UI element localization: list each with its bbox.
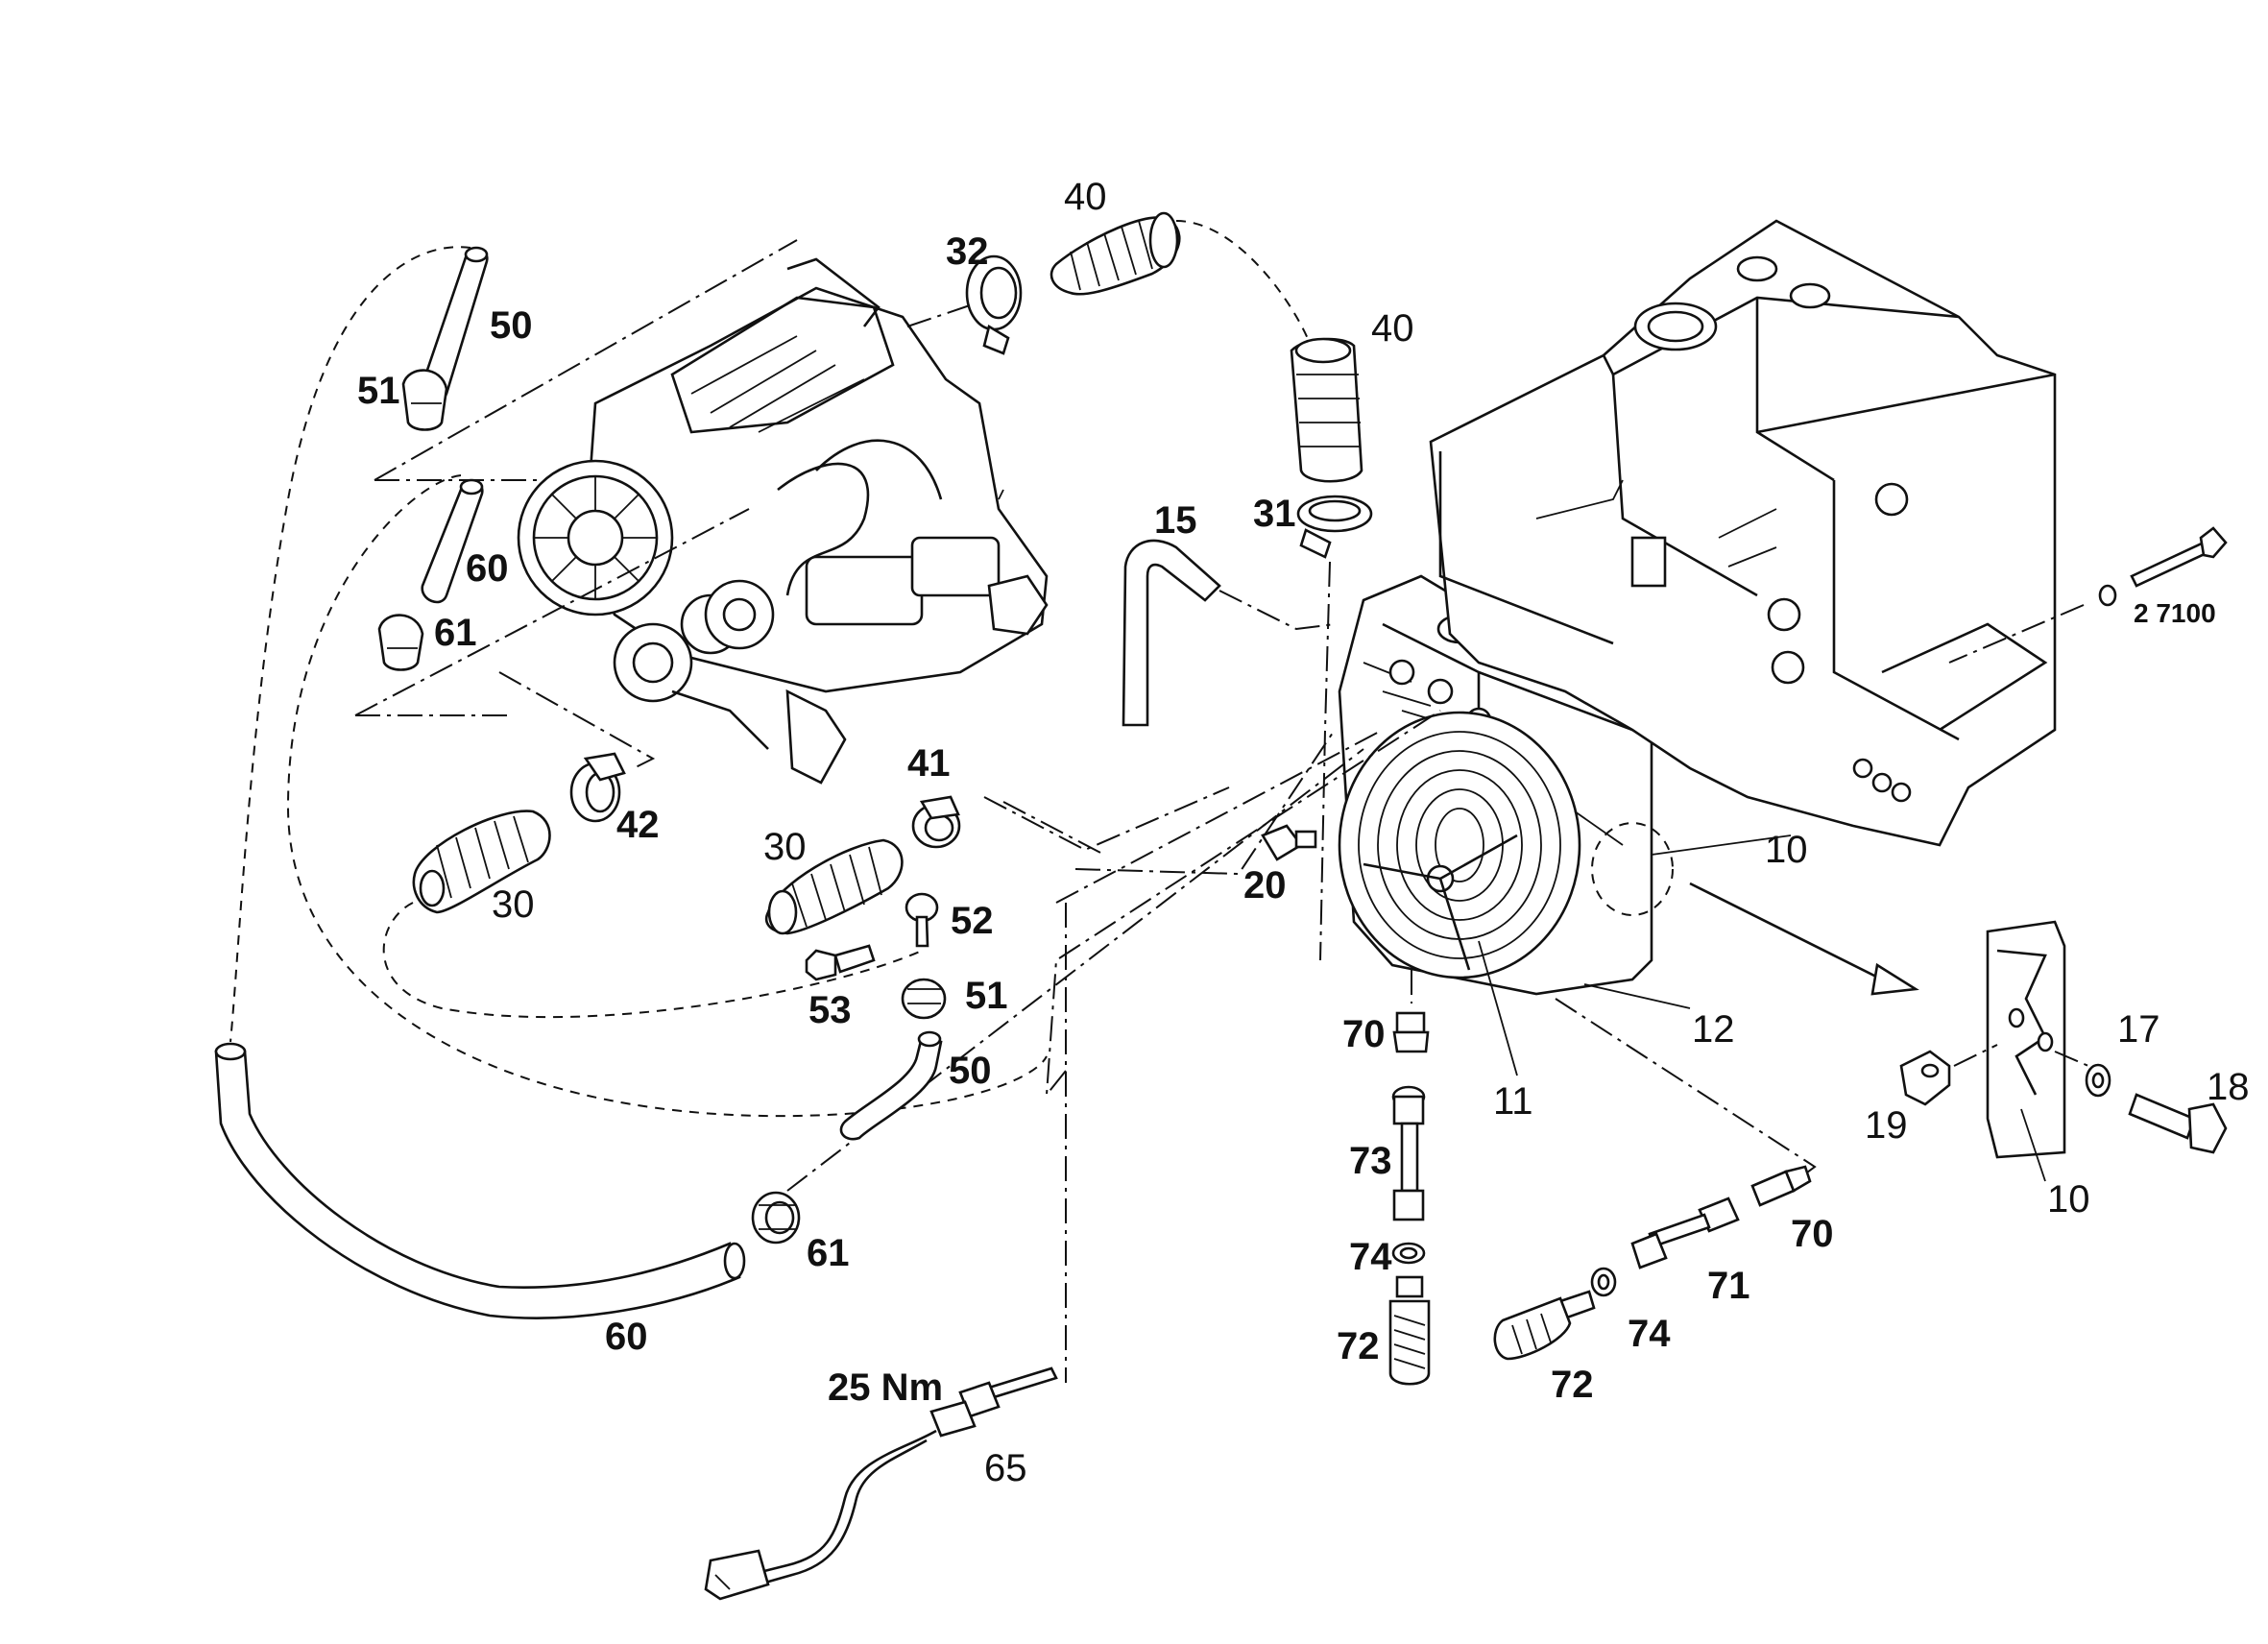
callout-73: 73 <box>1349 1140 1392 1182</box>
fitting-20 <box>1261 824 1317 861</box>
clamp-41 <box>911 795 961 849</box>
callout-70-vertical: 70 <box>1342 1013 1386 1055</box>
callout-32: 32 <box>946 230 989 273</box>
callout-51-upper: 51 <box>357 370 400 412</box>
fitting-70-vertical <box>1392 1011 1430 1053</box>
clamp-61-lower <box>751 1191 801 1245</box>
bolt-27100 <box>2098 526 2228 607</box>
hose-60-lower <box>214 1042 746 1319</box>
clamp-61-upper <box>377 614 424 671</box>
callout-18: 18 <box>2207 1066 2250 1108</box>
callout-65: 65 <box>984 1447 1027 1489</box>
callout-61-lower: 61 <box>807 1232 850 1274</box>
sensor-65 <box>704 1366 1058 1601</box>
callout-25nm: 25 Nm <box>828 1366 943 1409</box>
callout-71: 71 <box>1707 1265 1750 1307</box>
hose-40-top <box>1050 211 1181 296</box>
hose-40-vertical <box>1290 337 1363 483</box>
callout-19: 19 <box>1865 1104 1908 1147</box>
engine-assembly <box>517 257 1049 785</box>
callout-40-vertical: 40 <box>1371 307 1414 350</box>
washer-17 <box>2085 1063 2111 1098</box>
callout-72-vertical: 72 <box>1337 1325 1380 1367</box>
callout-41: 41 <box>907 742 951 785</box>
callout-60-lower: 60 <box>605 1316 648 1358</box>
clamp-42 <box>569 752 626 823</box>
filter-72-vertical <box>1388 1275 1431 1386</box>
hose-71 <box>1630 1197 1740 1269</box>
clamp-31 <box>1296 495 1373 559</box>
clamp-51-upper <box>401 369 448 431</box>
callout-50-lower: 50 <box>949 1050 992 1092</box>
callout-12: 12 <box>1692 1008 1735 1051</box>
machine-frame <box>1429 219 2057 847</box>
callout-51-lower: 51 <box>965 975 1008 1017</box>
callout-11: 11 <box>1493 1080 1533 1123</box>
washer-74-vertical <box>1391 1242 1426 1265</box>
callout-17: 17 <box>2117 1008 2160 1051</box>
filter-72-horizontal <box>1493 1290 1596 1361</box>
hose-60-upper <box>421 478 484 604</box>
callout-10-detail: 10 <box>2047 1178 2090 1221</box>
clip-19 <box>1899 1050 1951 1106</box>
clamp-51-lower <box>901 978 947 1020</box>
callout-30-left: 30 <box>492 883 535 926</box>
bracket-10-detail <box>1986 920 2066 1159</box>
callout-52: 52 <box>951 900 994 942</box>
radiator-assembly <box>1338 574 1674 996</box>
callout-61-upper: 61 <box>434 612 477 654</box>
callout-27100: 2 7100 <box>2134 598 2216 628</box>
callout-42: 42 <box>616 804 660 846</box>
fitting-70-horizontal <box>1750 1165 1812 1207</box>
callout-74-horizontal: 74 <box>1628 1313 1671 1355</box>
clamp-32 <box>965 254 1023 355</box>
washer-74-horizontal <box>1590 1267 1617 1297</box>
callout-15: 15 <box>1154 499 1197 542</box>
hose-50-lower <box>839 1030 943 1141</box>
callout-10-radiator: 10 <box>1765 829 1808 871</box>
callout-70-horizontal: 70 <box>1791 1213 1834 1255</box>
callout-72-horizontal: 72 <box>1551 1364 1594 1406</box>
callout-40-top: 40 <box>1064 176 1107 218</box>
bolt-18 <box>2128 1093 2228 1154</box>
callout-74-vertical: 74 <box>1349 1236 1392 1278</box>
hose-73 <box>1391 1085 1426 1221</box>
hose-15 <box>1122 539 1221 727</box>
callout-30-right: 30 <box>763 826 807 868</box>
banjo-52 <box>905 892 939 948</box>
callout-60-upper: 60 <box>466 547 509 590</box>
callout-53: 53 <box>808 989 852 1031</box>
callout-20: 20 <box>1243 864 1287 907</box>
callout-31: 31 <box>1253 493 1296 535</box>
bolt-53 <box>805 944 876 981</box>
hose-30-right <box>764 838 904 935</box>
hose-30-left <box>412 810 551 914</box>
callout-50-upper: 50 <box>490 304 533 347</box>
